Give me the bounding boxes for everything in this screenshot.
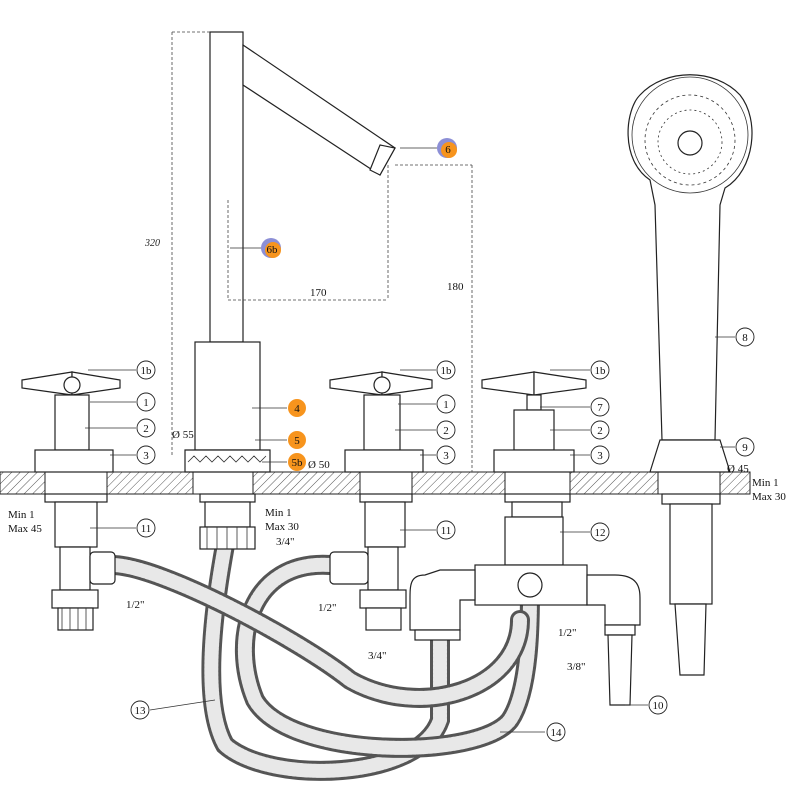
dim-spout-height: 180	[447, 281, 464, 293]
svg-text:1b: 1b	[595, 365, 607, 377]
svg-text:9: 9	[742, 442, 748, 454]
badge-5b: 5b	[288, 453, 306, 471]
callout-1-left: 1	[136, 392, 156, 412]
svg-text:11: 11	[141, 523, 152, 535]
svg-text:1: 1	[443, 399, 449, 411]
svg-text:2: 2	[597, 425, 603, 437]
left-max: Max 45	[8, 523, 42, 535]
dim-height: 320	[144, 238, 160, 249]
callout-13: 13	[130, 700, 150, 720]
hose-14	[234, 554, 540, 758]
badge-5: 5	[288, 431, 306, 449]
right-max: Max 30	[752, 491, 786, 503]
svg-text:2: 2	[143, 423, 149, 435]
thread-half-right: 1/2"	[558, 627, 577, 639]
callout-14: 14	[546, 722, 566, 742]
thread-half-left: 1/2"	[126, 599, 145, 611]
svg-text:1b: 1b	[441, 365, 453, 377]
callout-9: 9	[735, 437, 755, 457]
svg-text:1b: 1b	[141, 365, 153, 377]
svg-text:7: 7	[597, 402, 603, 414]
svg-text:4: 4	[294, 403, 300, 415]
thread-3-8: 3/8"	[567, 661, 586, 673]
dim-dia-50: Ø 50	[308, 459, 330, 471]
badge-6b: 6b	[261, 238, 281, 258]
callout-1b-right: 1b	[590, 360, 610, 380]
left-valve	[21, 371, 121, 631]
callout-2-center: 2	[436, 420, 456, 440]
svg-text:2: 2	[443, 425, 449, 437]
leader-lines	[85, 147, 735, 733]
svg-text:3: 3	[143, 450, 149, 462]
callout-12: 12	[590, 522, 610, 542]
svg-text:3: 3	[597, 450, 603, 462]
mid-min: Min 1	[265, 507, 292, 519]
thread-3-4-mid: 3/4"	[276, 536, 295, 548]
callout-1b-left: 1b	[136, 360, 156, 380]
svg-text:12: 12	[595, 527, 606, 539]
thread-half-center: 1/2"	[318, 602, 337, 614]
hose-13b	[102, 555, 530, 708]
svg-text:8: 8	[742, 332, 748, 344]
svg-text:1: 1	[143, 397, 149, 409]
callout-10: 10	[648, 695, 668, 715]
left-min: Min 1	[8, 509, 35, 521]
mid-max: Max 30	[265, 521, 299, 533]
callout-11-center: 11	[436, 520, 456, 540]
center-valve	[329, 371, 433, 631]
callout-3-center: 3	[436, 445, 456, 465]
svg-text:6b: 6b	[267, 244, 279, 256]
callout-11-left: 11	[136, 518, 156, 538]
deck-plate	[0, 471, 751, 495]
svg-text:11: 11	[441, 525, 452, 537]
svg-text:3: 3	[443, 450, 449, 462]
svg-text:5: 5	[294, 435, 300, 447]
callout-3-right: 3	[590, 445, 610, 465]
callout-8: 8	[735, 327, 755, 347]
callout-1-center: 1	[436, 394, 456, 414]
svg-text:13: 13	[135, 705, 147, 717]
badge-6: 6	[437, 138, 457, 158]
callout-2-right: 2	[590, 420, 610, 440]
callout-7: 7	[590, 397, 610, 417]
badge-4: 4	[288, 399, 306, 417]
dim-dia-55: Ø 55	[172, 429, 194, 441]
svg-text:5b: 5b	[292, 457, 304, 469]
svg-text:14: 14	[551, 727, 563, 739]
svg-text:6: 6	[445, 144, 451, 156]
right-min: Min 1	[752, 477, 779, 489]
callout-3-left: 3	[136, 445, 156, 465]
dim-dia-45: Ø 45	[727, 463, 749, 475]
dimension-lines	[171, 31, 473, 472]
thread-3-4-lower: 3/4"	[368, 650, 387, 662]
callout-2-left: 2	[136, 418, 156, 438]
dim-reach: 170	[310, 287, 327, 299]
right-valve	[409, 371, 641, 706]
spout-assembly	[184, 31, 396, 550]
svg-text:10: 10	[653, 700, 665, 712]
hand-shower	[627, 74, 753, 676]
callout-1b-center: 1b	[436, 360, 456, 380]
